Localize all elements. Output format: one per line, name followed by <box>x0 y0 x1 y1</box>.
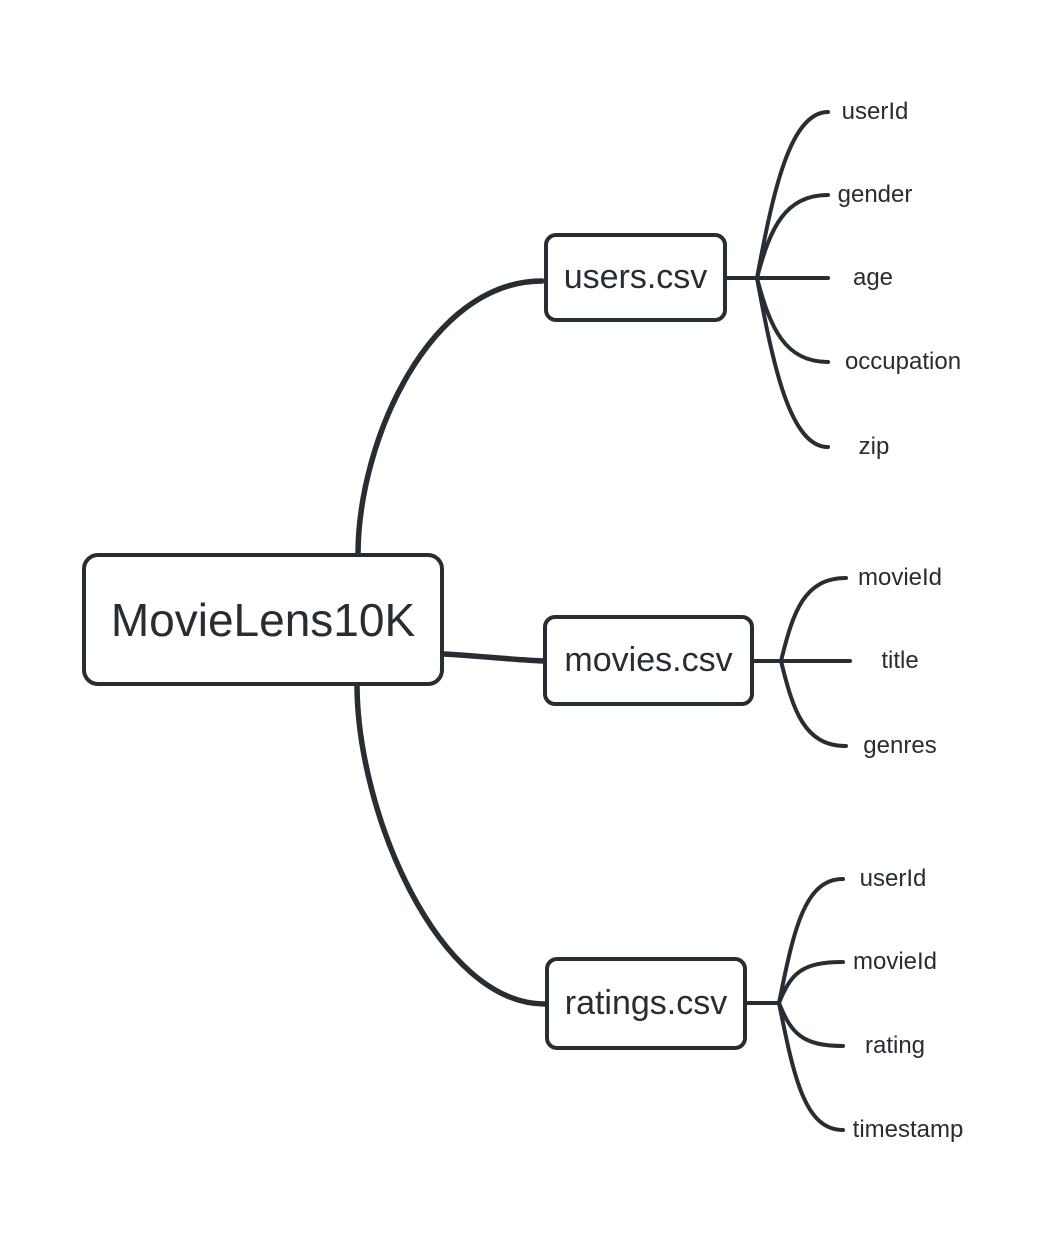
node-root-label: MovieLens10K <box>110 593 416 646</box>
edge-users-userid <box>755 110 830 280</box>
edge-root-ratings <box>354 681 548 1007</box>
leaf-movies-movieid: movieId <box>857 564 943 591</box>
node-root: MovieLens10K <box>82 553 444 686</box>
edge-ratings-userid <box>777 877 845 1005</box>
leaf-ratings-rating: rating <box>864 1032 926 1059</box>
node-movies-csv: movies.csv <box>543 615 754 706</box>
leaf-ratings-movieid: movieId <box>852 948 938 975</box>
node-users-csv-label: users.csv <box>563 258 708 296</box>
leaf-ratings-timestamp: timestamp <box>852 1116 964 1143</box>
leaf-users-age: age <box>852 264 894 291</box>
node-movies-csv-label: movies.csv <box>564 641 733 679</box>
node-users-csv: users.csv <box>544 233 727 322</box>
node-ratings-csv: ratings.csv <box>545 957 747 1050</box>
leaf-users-gender: gender <box>837 181 913 208</box>
node-ratings-csv-label: ratings.csv <box>564 984 728 1022</box>
edge-users-zip <box>755 276 830 449</box>
leaf-ratings-userid: userId <box>859 865 927 892</box>
edge-users-gender <box>755 193 830 280</box>
edge-movies-movieid <box>779 576 848 663</box>
leaf-users-zip: zip <box>858 433 890 460</box>
leaf-movies-genres: genres <box>863 732 937 759</box>
edge-ratings-timestamp <box>777 1001 845 1132</box>
edge-movies-genres <box>779 659 848 748</box>
leaf-users-occupation: occupation <box>844 348 962 375</box>
edge-root-movies <box>441 651 548 664</box>
edge-users-occupation <box>755 276 830 364</box>
edge-root-users <box>355 278 545 558</box>
edge-ratings-movieid <box>777 960 845 1005</box>
leaf-users-userid: userId <box>841 98 909 125</box>
leaf-movies-title: title <box>881 647 919 674</box>
